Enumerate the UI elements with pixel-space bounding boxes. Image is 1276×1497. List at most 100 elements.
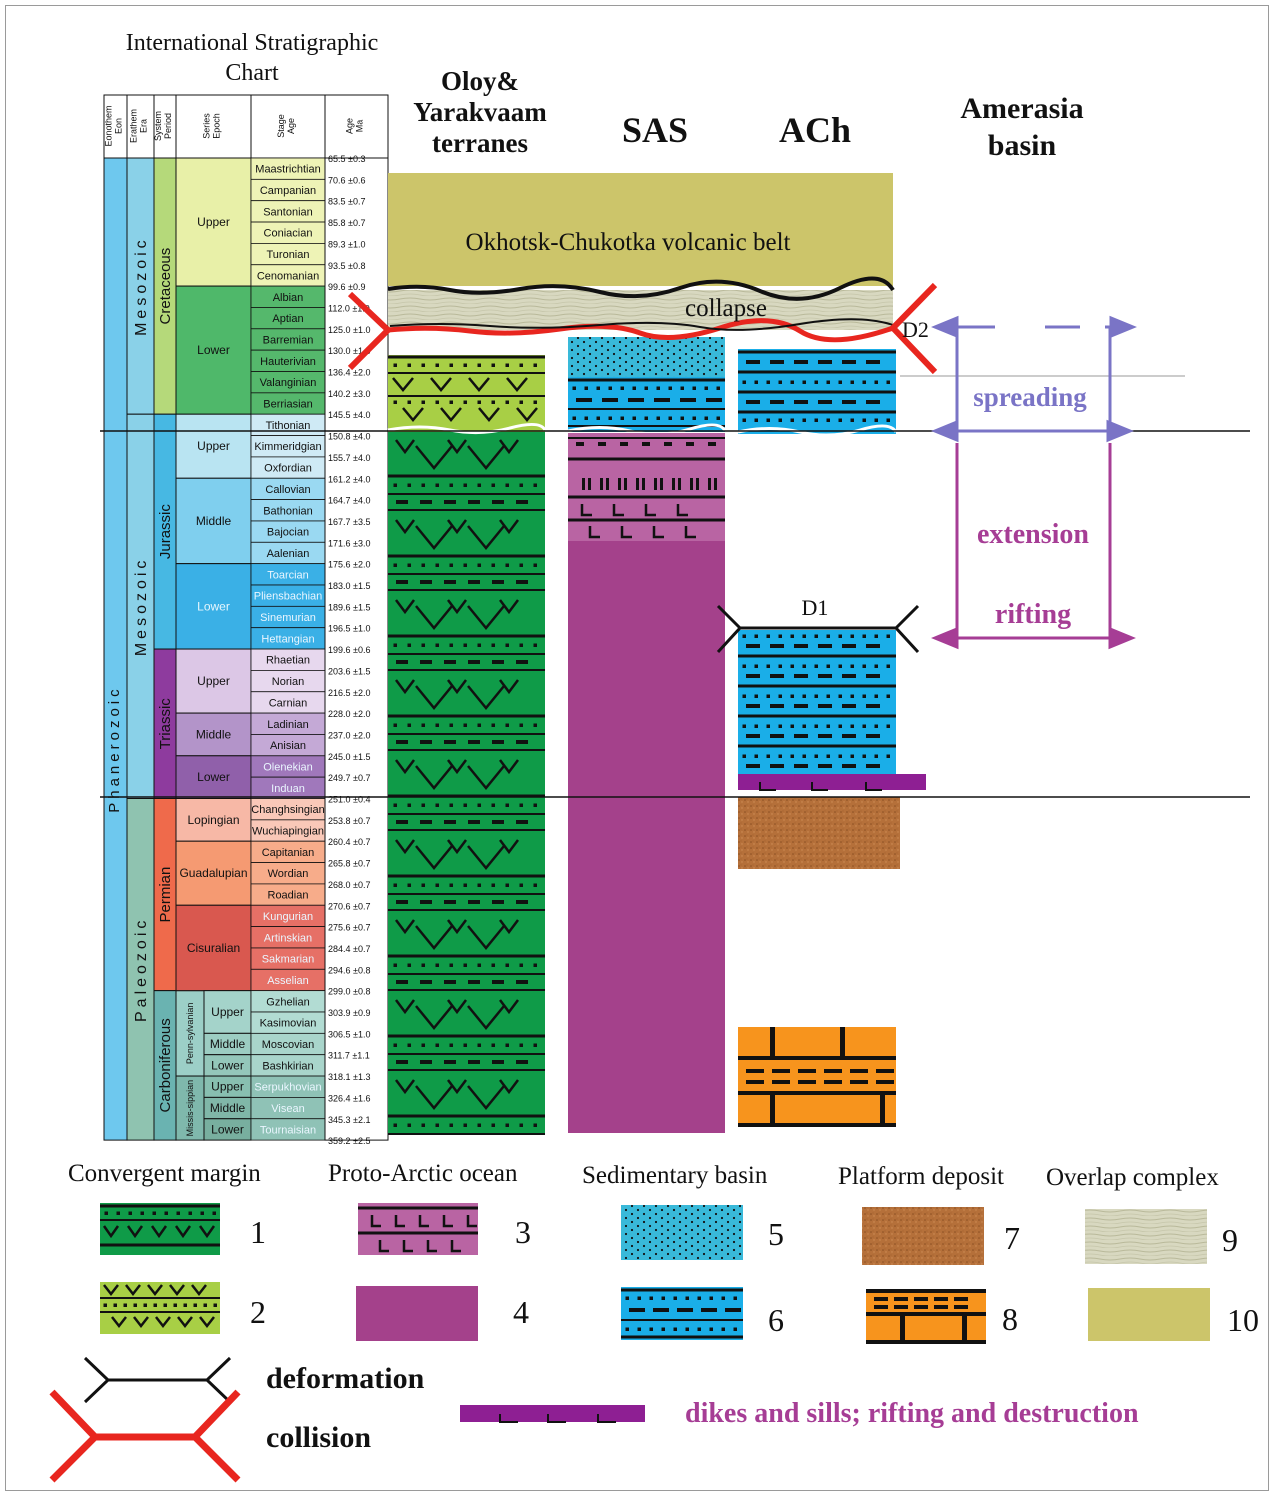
age-label: 270.6 ±0.7 [328, 901, 370, 911]
ach-dot [838, 664, 842, 668]
pattern-dot [519, 963, 523, 967]
legend-dot [697, 1296, 701, 1300]
proto-tick [690, 478, 693, 490]
age-label: 189.6 ±1.5 [328, 602, 370, 612]
pattern-dot [477, 723, 481, 727]
age-label: 253.8 ±0.7 [328, 816, 370, 826]
chevron [447, 679, 467, 695]
ach-dot [778, 418, 782, 422]
dike-sill-unit [738, 774, 926, 790]
ach-dot [802, 694, 806, 698]
ach-dot [754, 724, 758, 728]
legend-dash [653, 1308, 669, 1312]
ach-dot [826, 694, 830, 698]
pattern-dot [449, 803, 453, 807]
legend-chevron [199, 1316, 215, 1329]
legend-dot [709, 1296, 713, 1300]
pattern-dash [396, 500, 408, 504]
pattern-dash [492, 900, 504, 904]
legend-swatch-7 [862, 1207, 984, 1265]
pattern-dash [444, 980, 456, 984]
shale-dot [668, 416, 672, 420]
ach-dot [802, 724, 806, 728]
ach-dot [814, 418, 818, 422]
legend-convergent-heading: Convergent margin [68, 1160, 261, 1187]
pattern-dot [505, 1043, 509, 1047]
pattern-dot [505, 723, 509, 727]
shale-dot [716, 416, 720, 420]
age-label: 318.1 ±1.3 [328, 1072, 370, 1082]
age-label: 183.0 ±1.5 [328, 581, 370, 591]
stage-label: Kimmeridgian [254, 441, 321, 453]
proto-tick [588, 478, 591, 490]
ach-dash [770, 734, 784, 738]
pattern-dot [463, 483, 467, 487]
ach-dot [862, 634, 866, 638]
pattern-dot [393, 963, 397, 967]
shale-dash [628, 398, 644, 402]
epoch-label: Lower [197, 343, 230, 357]
spreading-arrows [931, 315, 1137, 443]
proto-l-mark [612, 504, 624, 517]
legend-dash [914, 1297, 928, 1301]
proto-dash [620, 442, 628, 446]
ach-dash [746, 704, 760, 708]
pattern-dash [468, 900, 480, 904]
shale-dot [572, 416, 576, 420]
pattern-dot [393, 563, 397, 567]
ach-dot [766, 380, 770, 384]
legend-dot [116, 1211, 120, 1215]
sedimentary-shale-unit [568, 377, 725, 432]
era-label: Mesozoic [133, 557, 150, 657]
ach-dot [850, 664, 854, 668]
epoch-label: Upper [197, 674, 230, 688]
lime-dot [505, 363, 509, 367]
pattern-dot [435, 643, 439, 647]
chevron [415, 1085, 453, 1110]
shale-dot [656, 386, 660, 390]
legend-dot [133, 1303, 137, 1307]
legend-dot [637, 1327, 641, 1331]
stage-label: Sinemurian [260, 612, 316, 624]
okhotsk-belt [388, 173, 893, 286]
pattern-dash [396, 1060, 408, 1064]
legend-brick [962, 1314, 967, 1342]
legend-collision-label: collision [266, 1421, 371, 1454]
legend-dot [203, 1303, 207, 1307]
ach-dot [886, 418, 890, 422]
legend-dot [697, 1327, 701, 1331]
shale-dot [608, 386, 612, 390]
legend-collision-left-icon [49, 1389, 100, 1483]
ach-dot [862, 418, 866, 422]
pattern-dot [407, 563, 411, 567]
ach-dot [814, 380, 818, 384]
ach-dot [790, 634, 794, 638]
shale-dot [680, 416, 684, 420]
carbonate-dash [798, 1069, 816, 1073]
chevron [467, 765, 505, 790]
ach-dash [866, 734, 880, 738]
legend-dot [113, 1303, 117, 1307]
shale-dot [692, 416, 696, 420]
ach-dot [826, 418, 830, 422]
shale-dash [680, 398, 696, 402]
pattern-dot [533, 563, 537, 567]
legend-dot [673, 1296, 677, 1300]
stage-label: Anisian [270, 740, 306, 752]
subsystem-label: Missis-sippian [185, 1080, 195, 1137]
proto-l-mark [580, 504, 592, 517]
legend-overlap-heading: Overlap complex [1046, 1164, 1219, 1191]
legend-num-8: 8 [1002, 1301, 1018, 1337]
chevron [415, 845, 453, 870]
header-series: Epoch [212, 113, 222, 139]
ach-dot [802, 754, 806, 758]
legend-sedimentary-heading: Sedimentary basin [582, 1162, 768, 1189]
legend-dot [625, 1296, 629, 1300]
oloy-header-1: Oloy& [441, 66, 519, 96]
ach-dot [874, 694, 878, 698]
epoch-label: Upper [197, 439, 230, 453]
ach-dash [770, 400, 784, 404]
age-label: 203.6 ±1.5 [328, 666, 370, 676]
ach-dash [770, 764, 784, 768]
